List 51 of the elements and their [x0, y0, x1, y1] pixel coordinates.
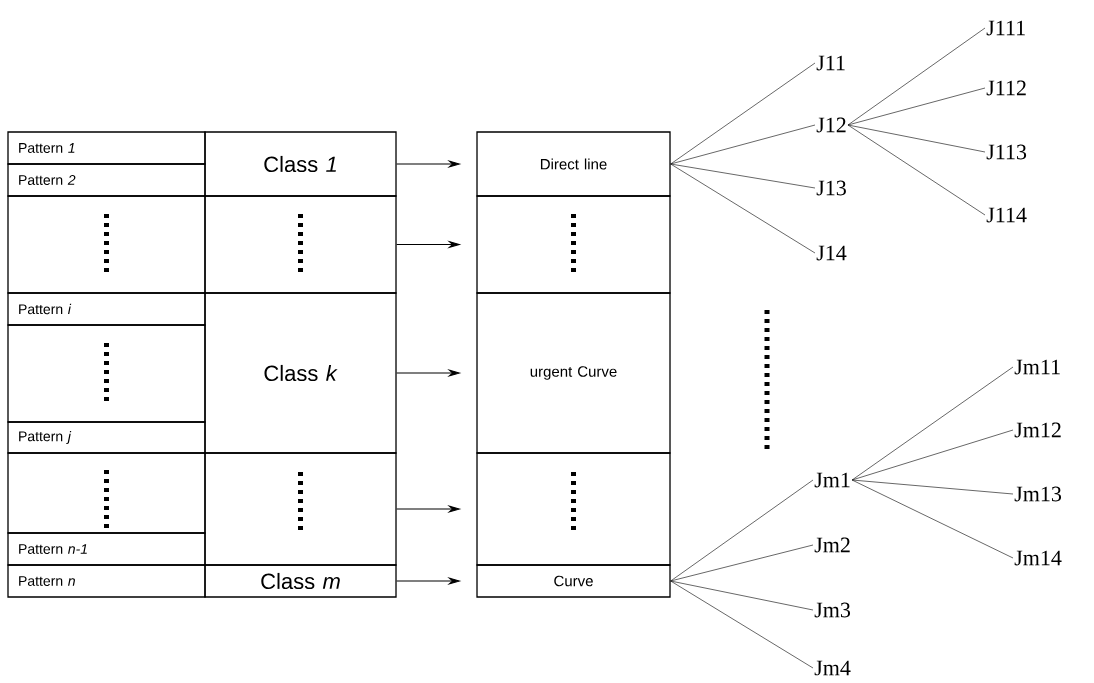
table-cell: Direct line — [476, 131, 671, 197]
branch-line — [670, 544, 814, 582]
table-cell — [7, 324, 206, 423]
tree-label: Jm2 — [814, 537, 850, 553]
table-cell — [476, 195, 671, 294]
table-cell: Pattern n-1 — [7, 532, 206, 566]
tree-label: Jm4 — [814, 660, 851, 676]
branch-line — [847, 124, 986, 153]
tree-label: J11 — [816, 55, 845, 71]
table-cell — [7, 195, 206, 294]
table-cell: Pattern j — [7, 421, 206, 454]
tree-label: J14 — [816, 245, 847, 261]
table-cell: Pattern n — [7, 564, 206, 598]
tree-label: J112 — [986, 80, 1026, 96]
tree-label: J114 — [986, 207, 1027, 223]
branch-line — [847, 27, 986, 126]
tree-label: J12 — [816, 117, 846, 133]
tree-label: Jm1 — [814, 472, 850, 488]
branch-line — [851, 366, 1014, 481]
branch-line — [670, 163, 816, 189]
branch-line — [670, 479, 814, 582]
tree-label: J13 — [816, 180, 846, 196]
table-cell: urgent Curve — [476, 292, 671, 454]
branch-line — [670, 163, 816, 254]
table-cell: Class 1 — [204, 131, 397, 197]
branch-line — [847, 124, 986, 216]
branch-line — [670, 580, 814, 611]
branch-line — [670, 62, 816, 165]
tree-label: J113 — [986, 144, 1027, 160]
table-cell: Curve — [476, 564, 671, 598]
branch-line — [670, 580, 814, 669]
table-cell — [204, 452, 397, 566]
table-cell: Pattern 2 — [7, 163, 206, 197]
tree-label: Jm12 — [1014, 422, 1061, 438]
table-cell — [7, 452, 206, 534]
branch-line — [851, 479, 1014, 495]
branch-line — [847, 87, 986, 126]
tree-label: Jm13 — [1014, 486, 1062, 502]
tree-label: J111 — [986, 20, 1025, 36]
table-cell: Pattern 1 — [7, 131, 206, 165]
branch-line — [851, 429, 1014, 481]
branch-line — [851, 479, 1014, 559]
table-cell — [476, 452, 671, 566]
table-cell: Class k — [204, 292, 397, 454]
table-cell: Pattern i — [7, 292, 206, 326]
table-cell: Class m — [204, 564, 397, 598]
branch-line — [670, 124, 816, 165]
table-cell — [204, 195, 397, 294]
tree-label: Jm3 — [814, 602, 851, 618]
tree-label: Jm11 — [1014, 359, 1060, 375]
tree-label: Jm14 — [1014, 550, 1062, 566]
